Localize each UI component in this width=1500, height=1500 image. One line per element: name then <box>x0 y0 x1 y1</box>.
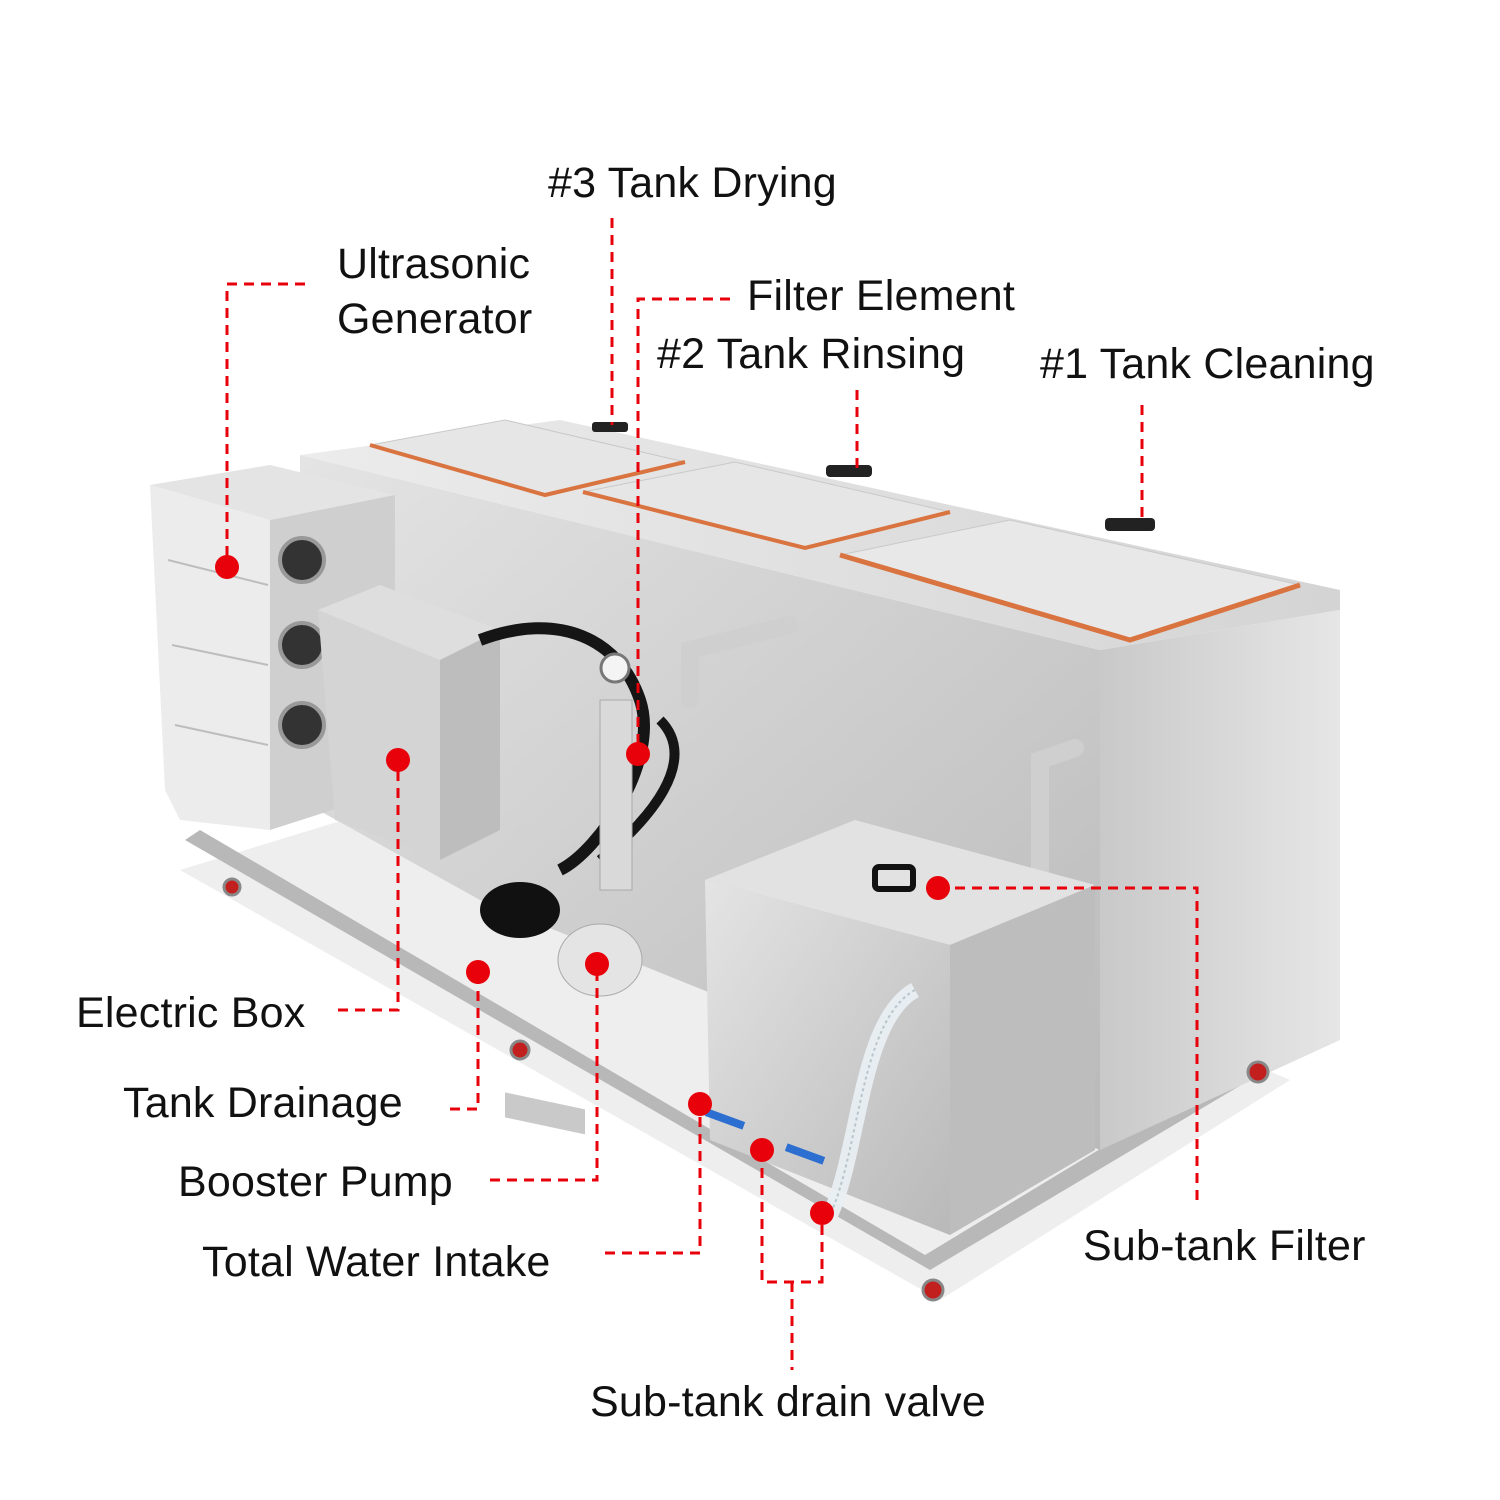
label-tank2-rinsing: #2 Tank Rinsing <box>657 330 966 378</box>
subtank-side <box>950 885 1095 1235</box>
label-tank3-drying: #3 Tank Drying <box>548 159 837 207</box>
label-tank1-cleaning: #1 Tank Cleaning <box>1040 340 1375 388</box>
label-subtank-drain-valve: Sub-tank drain valve <box>590 1378 986 1426</box>
label-ultrasonic-line1: Ultrasonic <box>337 240 531 288</box>
label-electric-box: Electric Box <box>76 989 306 1037</box>
generator-cabinet-front <box>150 485 270 830</box>
label-booster-pump: Booster Pump <box>178 1158 453 1206</box>
fan-3 <box>278 701 326 749</box>
main-tank-side-face <box>1100 610 1340 1150</box>
label-tank-drainage: Tank Drainage <box>123 1079 403 1127</box>
label-total-water-intake: Total Water Intake <box>202 1238 551 1286</box>
filter-element-column <box>599 699 633 891</box>
label-filter-element: Filter Element <box>747 272 1016 320</box>
caster <box>509 1039 531 1061</box>
label-subtank-filter: Sub-tank Filter <box>1083 1222 1366 1270</box>
electric-box-front <box>318 610 440 860</box>
callout-dot-subtank-drain-valve-2[interactable] <box>810 1201 834 1225</box>
subtank-top <box>705 820 1095 945</box>
pump-motor <box>480 882 560 938</box>
electric-box-side <box>440 630 500 860</box>
caster <box>921 1278 945 1302</box>
label-ultrasonic-line2: Generator <box>337 295 533 343</box>
callout-leader-lines <box>225 218 1199 1370</box>
callout-dot-filter-element[interactable] <box>626 742 650 766</box>
callout-dot-subtank-filter[interactable] <box>926 876 950 900</box>
fan-1 <box>278 536 326 584</box>
electric-box-top <box>318 585 500 660</box>
callout-dot-subtank-drain-valve-1[interactable] <box>750 1138 774 1162</box>
caster <box>222 877 242 897</box>
callout-dot-booster-pump[interactable] <box>585 952 609 976</box>
callout-dot-tank-drainage[interactable] <box>466 960 490 984</box>
callout-dot-electric-box[interactable] <box>386 748 410 772</box>
caster <box>1246 1060 1270 1084</box>
pressure-gauge <box>599 652 631 684</box>
callout-dot-ultrasonic-generator[interactable] <box>215 555 239 579</box>
callout-dot-total-water-intake[interactable] <box>688 1092 712 1116</box>
generator-cabinet-top <box>150 465 395 520</box>
fan-2 <box>278 621 326 669</box>
